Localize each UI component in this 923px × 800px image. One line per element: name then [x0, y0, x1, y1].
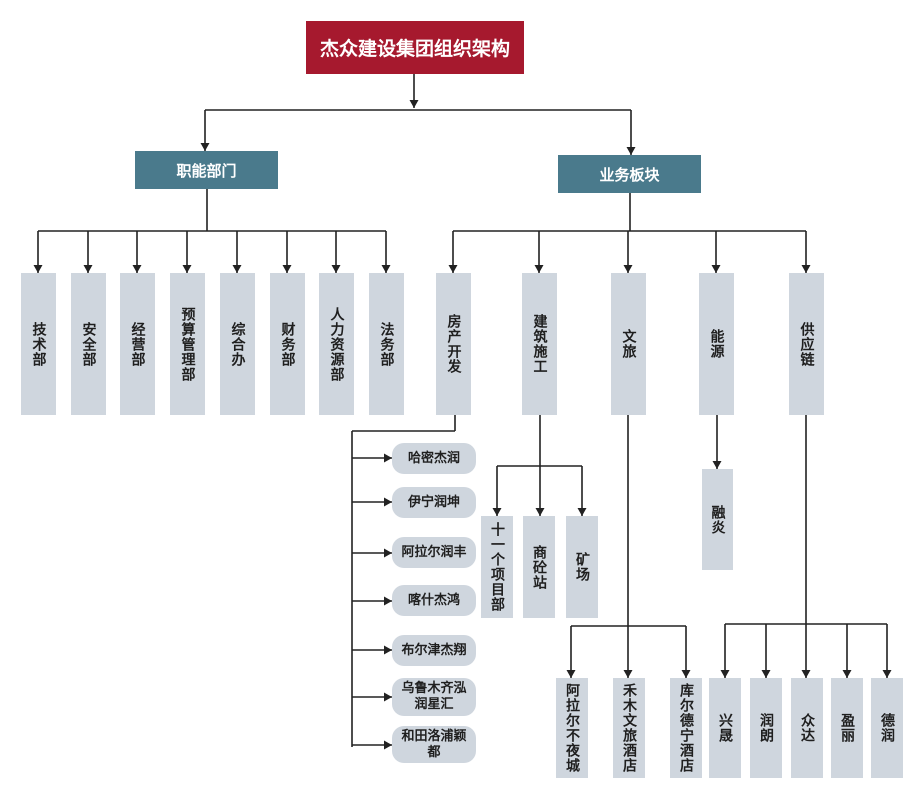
arrow-down-icon [381, 265, 391, 273]
arrow-down-icon [534, 265, 544, 273]
project-alaer-runfeng: 阿拉尔润丰 [392, 537, 476, 568]
arrow-right-icon [384, 740, 392, 750]
unit-runlang: 润朗 [750, 678, 782, 778]
unit-eleven-project-depts: 十一个项目部 [481, 516, 513, 618]
arrow-down-icon [232, 265, 242, 273]
arrow-down-icon [535, 508, 545, 516]
unit-concrete-station: 商砼站 [523, 516, 555, 618]
unit-yingli: 盈丽 [831, 678, 863, 778]
dept-legal: 法务部 [369, 273, 404, 415]
arrow-down-icon [200, 143, 210, 151]
arrow-down-icon [761, 670, 771, 678]
arrow-right-icon [384, 548, 392, 558]
unit-tourism: 文旅 [611, 273, 646, 415]
dept-finance: 财务部 [270, 273, 305, 415]
arrow-down-icon [448, 265, 458, 273]
arrow-down-icon [132, 265, 142, 273]
unit-xingsheng: 兴晟 [709, 678, 741, 778]
dept-safety: 安全部 [71, 273, 106, 415]
arrow-down-icon [712, 461, 722, 469]
project-yining-runkun: 伊宁润坤 [392, 487, 476, 518]
dept-operations: 经营部 [120, 273, 155, 415]
project-hotan-luopu: 和田洛浦颖都 [392, 726, 476, 763]
arrow-down-icon [182, 265, 192, 273]
unit-energy: 能源 [699, 273, 734, 415]
arrow-right-icon [384, 453, 392, 463]
arrow-down-icon [331, 265, 341, 273]
arrow-down-icon [801, 670, 811, 678]
arrow-down-icon [882, 670, 892, 678]
project-kashi-jiehong: 喀什杰鸿 [392, 585, 476, 616]
unit-supply-chain: 供应链 [789, 273, 824, 415]
arrow-right-icon [384, 645, 392, 655]
unit-real-estate: 房产开发 [436, 273, 471, 415]
arrow-down-icon [492, 508, 502, 516]
unit-hemu-hotel: 禾木文旅酒店 [613, 678, 645, 778]
project-buerjin-jiexiang: 布尔津杰翔 [392, 635, 476, 666]
arrow-right-icon [384, 497, 392, 507]
unit-alaer-night-city: 阿拉尔不夜城 [556, 678, 588, 778]
arrow-down-icon [623, 265, 633, 273]
arrow-down-icon [282, 265, 292, 273]
dept-budget: 预算管理部 [170, 273, 205, 415]
dept-hr: 人力资源部 [319, 273, 354, 415]
arrow-down-icon [83, 265, 93, 273]
dept-general-office: 综合办 [220, 273, 255, 415]
arrow-down-icon [842, 670, 852, 678]
unit-mine: 矿场 [566, 516, 598, 618]
org-chart-title: 杰众建设集团组织架构 [306, 21, 524, 74]
arrow-right-icon [384, 596, 392, 606]
arrow-down-icon [623, 670, 633, 678]
project-urumqi-hongrun: 乌鲁木齐泓润星汇 [392, 678, 476, 716]
arrow-down-icon [681, 670, 691, 678]
arrow-down-icon [626, 147, 636, 155]
functional-departments-box: 职能部门 [135, 151, 278, 189]
arrow-down-icon [801, 265, 811, 273]
unit-derun: 德润 [871, 678, 903, 778]
arrow-down-icon [409, 100, 419, 108]
arrow-down-icon [577, 508, 587, 516]
business-segments-box: 业务板块 [558, 155, 701, 193]
arrow-down-icon [566, 670, 576, 678]
project-hami-jierun: 哈密杰润 [392, 443, 476, 474]
arrow-down-icon [33, 265, 43, 273]
arrow-down-icon [720, 670, 730, 678]
arrow-right-icon [384, 692, 392, 702]
arrow-down-icon [711, 265, 721, 273]
unit-construction: 建筑施工 [522, 273, 557, 415]
unit-kuerdening-hotel: 库尔德宁酒店 [670, 678, 702, 778]
unit-rongyan: 融炎 [702, 469, 733, 570]
unit-zhongda: 众达 [791, 678, 823, 778]
dept-technology: 技术部 [21, 273, 56, 415]
